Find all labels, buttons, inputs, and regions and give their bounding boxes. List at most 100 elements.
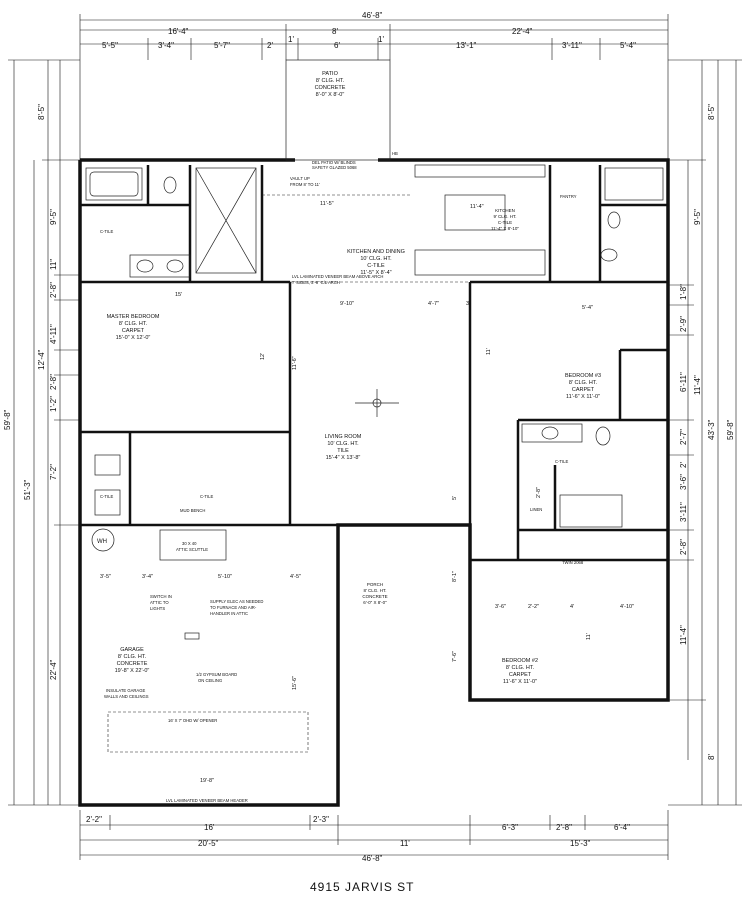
tub-bath2: [559, 494, 623, 528]
svg-text:CARPET: CARPET: [509, 672, 532, 678]
dim-top-r2-9: 5'-4": [620, 41, 636, 50]
svg-text:TWIN 2068: TWIN 2068: [562, 560, 584, 565]
dim-top-r2-7: 13'-1": [456, 41, 477, 50]
dim-bot-r1-1: 16': [204, 823, 215, 832]
svg-text:LVL LAMINATED VENEER BEAM HEAD: LVL LAMINATED VENEER BEAM HEADER: [166, 798, 248, 803]
dim-right-1: 9'-5": [693, 209, 702, 225]
svg-text:11': 11': [486, 348, 492, 355]
dim-right-outer-2: 59'-8": [726, 419, 735, 440]
svg-text:15': 15': [175, 292, 182, 298]
svg-text:2'-2": 2'-2": [528, 604, 539, 610]
dim-left-outer-2: 59'-8": [3, 409, 12, 430]
toilet-top-right: [607, 211, 621, 229]
dim-top-r1-0: 16'-4": [168, 27, 189, 36]
svg-text:11'-5" X 8'-4": 11'-5" X 8'-4": [360, 270, 391, 276]
dim-right-5: 2'-7": [679, 429, 688, 445]
svg-text:PANTRY: PANTRY: [560, 194, 577, 199]
svg-text:VAULT UP: VAULT UP: [290, 176, 310, 181]
svg-text:3'-5": 3'-5": [100, 574, 111, 580]
svg-text:C-TILE: C-TILE: [555, 459, 568, 464]
dim-top-total: 46'-8": [362, 11, 383, 20]
svg-text:SAFETY GLAZED 5068: SAFETY GLAZED 5068: [312, 165, 357, 170]
svg-text:HANDLER IN ATTIC: HANDLER IN ATTIC: [210, 611, 248, 616]
right-dimensions: 8'-5" 9'-5" 1'-8" 2'-9" 6'-11" 2'-7" 2' …: [668, 59, 742, 806]
svg-text:11'-4" X 8'-10": 11'-4" X 8'-10": [491, 226, 519, 231]
svg-text:8' CLG. HT.: 8' CLG. HT.: [569, 380, 598, 386]
dim-bot-r1-4: 2'-8": [556, 823, 572, 832]
porch-label: PORCH: [367, 582, 383, 587]
svg-text:19'-8" X 22'-0": 19'-8" X 22'-0": [115, 668, 150, 674]
dim-bot-r2-0: 20'-5": [198, 839, 219, 848]
dim-left-4: 4'-11": [49, 324, 58, 344]
svg-text:FROM 8' TO 11': FROM 8' TO 11': [290, 182, 320, 187]
svg-text:1/2 GYPSUM BOARD: 1/2 GYPSUM BOARD: [196, 672, 237, 677]
svg-text:CONCRETE: CONCRETE: [117, 661, 148, 667]
svg-text:C-TILE: C-TILE: [100, 494, 113, 499]
svg-text:TO FURNACE AND AIR-: TO FURNACE AND AIR-: [210, 605, 257, 610]
bedroom3-label: BEDROOM #3: [565, 373, 601, 379]
address-title: 4915 JARVIS ST: [310, 880, 415, 894]
svg-text:ON CEILING: ON CEILING: [198, 678, 222, 683]
dim-left-outer-0: 12'-4": [37, 349, 46, 370]
svg-text:15'-6": 15'-6": [292, 676, 298, 690]
plan-notes: DEL PATIO W/ BLINDS SAFETY GLAZED 5068 V…: [97, 151, 634, 803]
svg-text:15'-4" X 13'-8": 15'-4" X 13'-8": [326, 455, 361, 461]
svg-text:8'-0" X 8'-0": 8'-0" X 8'-0": [316, 92, 345, 98]
dim-left-8: 22'-4": [49, 659, 58, 680]
svg-text:CARPET: CARPET: [572, 387, 595, 393]
garage-door: [107, 711, 309, 753]
svg-text:30 X 40: 30 X 40: [182, 541, 197, 546]
dim-right-0: 8'-5": [707, 104, 716, 120]
svg-text:19'-8": 19'-8": [200, 778, 214, 784]
dim-bot-r1-5: 6'-4": [614, 823, 630, 832]
svg-text:4': 4': [570, 604, 574, 610]
garage-label: GARAGE: [120, 647, 144, 653]
dim-right-outer-1: 43'-3": [707, 419, 716, 440]
svg-text:7' SIDES, 3'-6" C/L ARCH: 7' SIDES, 3'-6" C/L ARCH: [292, 280, 340, 285]
tub-master: [85, 167, 143, 201]
svg-text:CARPET: CARPET: [122, 328, 145, 334]
svg-text:5': 5': [452, 496, 458, 500]
dim-bot-r1-0: 2'-2": [86, 815, 102, 824]
svg-text:C-TILE: C-TILE: [498, 220, 512, 225]
svg-text:LIGHTS: LIGHTS: [150, 606, 165, 611]
svg-text:4'-10": 4'-10": [620, 604, 634, 610]
svg-text:SUPPLY ELEC AS NEEDED: SUPPLY ELEC AS NEEDED: [210, 599, 263, 604]
dim-right-10: 11'-4": [679, 625, 688, 645]
svg-text:6'-0" X 8'-0": 6'-0" X 8'-0": [363, 600, 387, 605]
svg-text:7'-6": 7'-6": [452, 651, 458, 662]
svg-text:4'-5": 4'-5": [290, 574, 301, 580]
svg-text:CONCRETE: CONCRETE: [362, 594, 387, 599]
svg-text:8' CLG. HT.: 8' CLG. HT.: [363, 588, 386, 593]
dim-bot-r1-2: 2'-3": [313, 815, 329, 824]
patio-label: PATIO: [322, 71, 338, 77]
ceiling-fan-icon: [355, 389, 399, 417]
svg-text:WALLS AND CEILINGS: WALLS AND CEILINGS: [104, 694, 149, 699]
fixtures: [85, 164, 664, 753]
svg-text:ATTIC SCUTTLE: ATTIC SCUTTLE: [176, 547, 208, 552]
living-room-label: LIVING ROOM: [325, 434, 362, 440]
dim-top-r2-8: 3'-11": [562, 41, 582, 50]
svg-text:3'-6": 3'-6": [495, 604, 506, 610]
svg-text:5'-10": 5'-10": [218, 574, 232, 580]
dim-left-6: 1'-2": [49, 396, 58, 412]
svg-text:11'-6" X 11'-0": 11'-6" X 11'-0": [566, 394, 600, 400]
shower-master: [195, 167, 257, 274]
svg-text:INSULATE GARAGE: INSULATE GARAGE: [106, 688, 145, 693]
svg-text:3': 3': [466, 301, 470, 307]
svg-text:11'-5": 11'-5": [320, 201, 334, 207]
svg-text:10' CLG. HT.: 10' CLG. HT.: [360, 256, 392, 262]
dim-left-1: 9'-5": [49, 209, 58, 225]
toilet-bath2: [595, 426, 611, 446]
svg-text:12': 12': [260, 353, 266, 360]
dim-top-r2-0: 5'-5": [102, 41, 118, 50]
dim-left-5: 2'-8": [49, 374, 58, 390]
svg-text:11': 11': [586, 633, 592, 640]
svg-text:9'-10": 9'-10": [340, 301, 354, 307]
svg-text:C-TILE: C-TILE: [200, 494, 213, 499]
dim-top-r2-4: 1': [288, 35, 294, 44]
svg-text:LVL LAMINATED VENEER BEAM ABOV: LVL LAMINATED VENEER BEAM ABOVE ARCH: [292, 274, 383, 279]
svg-text:9' CLG. HT.: 9' CLG. HT.: [493, 214, 516, 219]
dim-right-2: 1'-8": [679, 284, 688, 300]
